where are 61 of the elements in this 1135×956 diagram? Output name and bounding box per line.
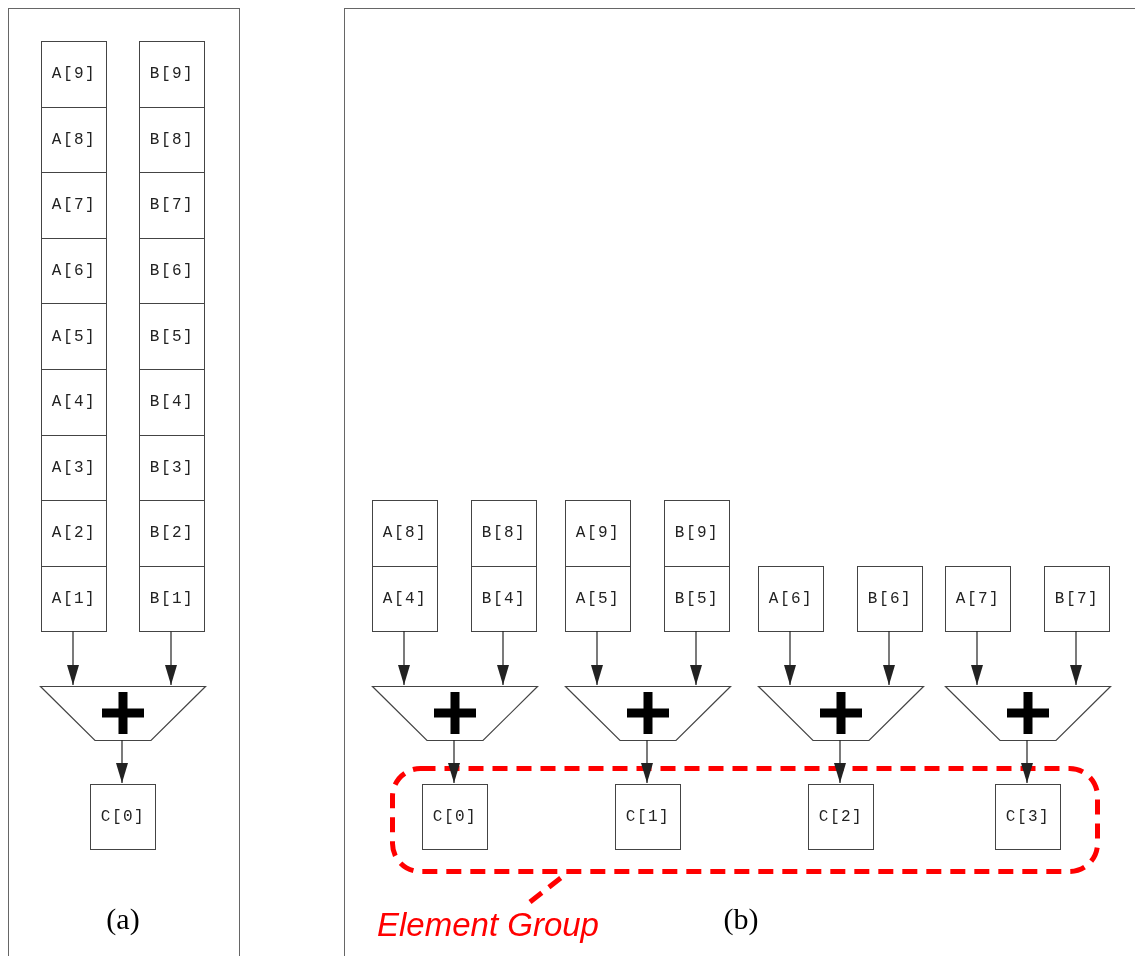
array-cell: B[4] [471,566,537,632]
arrow [971,630,983,686]
arrow [497,630,509,686]
array-cell: B[8] [471,500,537,567]
adder-trapezoid [758,686,924,741]
arrow [448,739,460,784]
array-cell: A[6] [41,237,107,305]
group-label: Element Group [377,899,647,951]
group-outline [390,766,1100,874]
array-cell: B[5] [664,566,730,632]
adder-trapezoid [40,686,206,741]
adder-trapezoid [372,686,538,741]
arrow [165,630,177,686]
arrow [1021,739,1033,784]
arrow [883,630,895,686]
array-cell: C[0] [422,784,488,850]
arrow [784,630,796,686]
array-cell: B[9] [664,500,730,567]
array-cell: B[7] [1044,566,1110,632]
array-cell: B[8] [139,106,205,174]
array-cell: A[5] [565,566,631,632]
array-cell: A[8] [372,500,438,567]
array-cell: C[3] [995,784,1061,850]
array-cell: C[1] [615,784,681,850]
array-cell: A[7] [41,172,107,239]
array-cell: A[3] [41,434,107,502]
arrow [690,630,702,686]
arrow [641,739,653,784]
panel-label: (a) [106,902,140,936]
array-cell: B[6] [139,237,205,305]
array-cell: A[9] [41,41,107,108]
array-cell: B[5] [139,303,205,370]
arrow [1070,630,1082,686]
arrow [834,739,846,784]
arrow [116,739,128,784]
adder-trapezoid [565,686,731,741]
array-cell: B[2] [139,500,205,567]
arrow [591,630,603,686]
array-cell: B[4] [139,369,205,436]
panel-frame [344,8,1135,956]
array-cell: A[8] [41,106,107,174]
array-cell: B[6] [857,566,923,632]
adder-trapezoid [945,686,1111,741]
array-cell: A[4] [41,369,107,436]
array-cell: A[9] [565,500,631,567]
array-cell: B[1] [139,565,205,633]
array-cell: C[0] [90,784,156,850]
array-cell: C[2] [808,784,874,850]
array-cell: A[6] [758,566,824,632]
array-cell: A[5] [41,303,107,370]
array-cell: A[2] [41,500,107,567]
array-cell: B[3] [139,434,205,502]
panel-label: (b) [723,902,759,936]
array-cell: B[7] [139,172,205,239]
arrow [398,630,410,686]
arrow [67,630,79,686]
array-cell: B[9] [139,41,205,108]
array-cell: A[7] [945,566,1011,632]
array-cell: A[1] [41,565,107,633]
panel-frame [8,8,240,956]
array-cell: A[4] [372,566,438,632]
